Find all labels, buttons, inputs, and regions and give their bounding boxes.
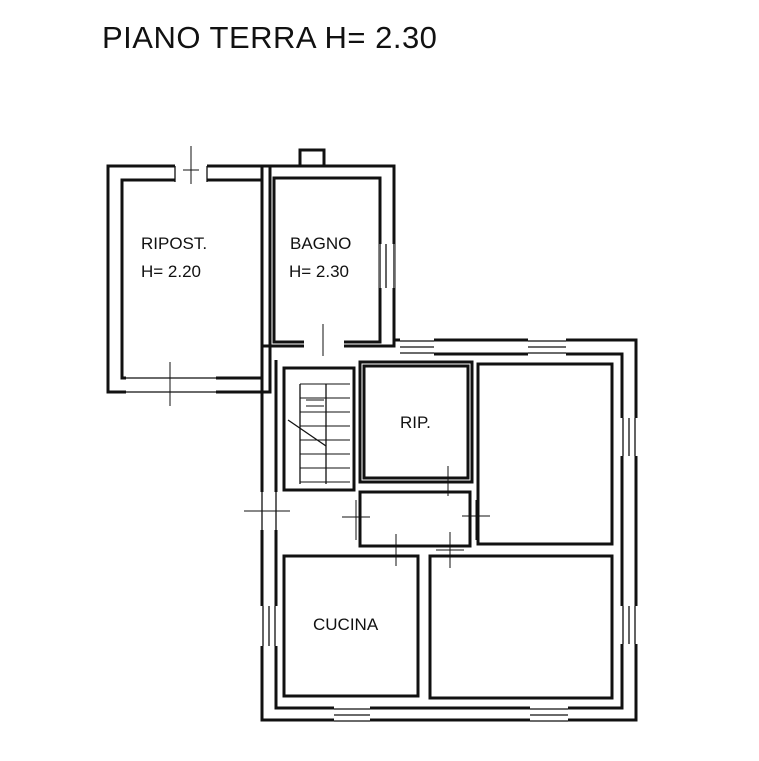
door-marks <box>342 466 490 568</box>
room-label-bagno: BAGNO <box>290 234 351 253</box>
plan-title: PIANO TERRA H= 2.30 <box>102 20 437 55</box>
windows <box>244 338 638 724</box>
staircase <box>287 383 350 484</box>
main-house-walls <box>218 338 638 722</box>
north-wing-openings <box>126 146 395 406</box>
room-label-ripost: RIPOST. <box>141 234 207 253</box>
room-label-cucina: CUCINA <box>313 615 379 634</box>
room-height-ripost: H= 2.20 <box>141 262 201 281</box>
interior-partitions <box>282 360 614 700</box>
room-label-rip: RIP. <box>400 413 431 432</box>
room-height-bagno: H= 2.30 <box>289 262 349 281</box>
